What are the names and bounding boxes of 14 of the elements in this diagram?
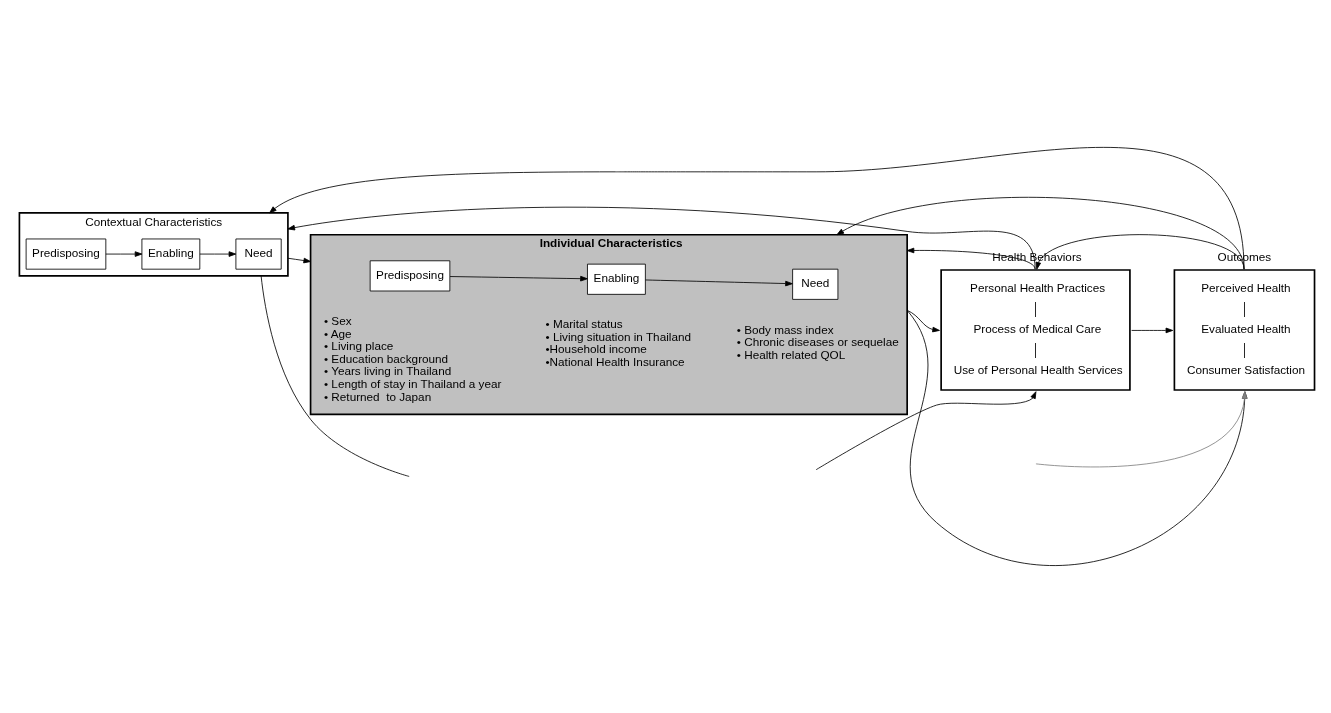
- node-label: •National Health Insurance: [545, 354, 685, 368]
- node-label: • Returned to Japan: [324, 389, 432, 403]
- node-label: • Chronic diseases or sequelae: [736, 335, 899, 349]
- node-label: • Health related QOL: [736, 347, 846, 361]
- node-label: • Sex: [324, 314, 352, 328]
- node-label: • Marital status: [545, 317, 623, 331]
- node-label: • Living situation in Thailand: [545, 329, 691, 343]
- node-label: • Body mass index: [736, 322, 834, 336]
- node-label: •Household income: [545, 342, 647, 356]
- node-label: • Age: [324, 326, 352, 340]
- node-label: • Length of stay in Thailand a year: [324, 377, 502, 391]
- node-label: • Education background: [324, 351, 449, 365]
- node-label: • Years living in Thailand: [324, 364, 452, 378]
- node-label: • Living place: [324, 339, 394, 353]
